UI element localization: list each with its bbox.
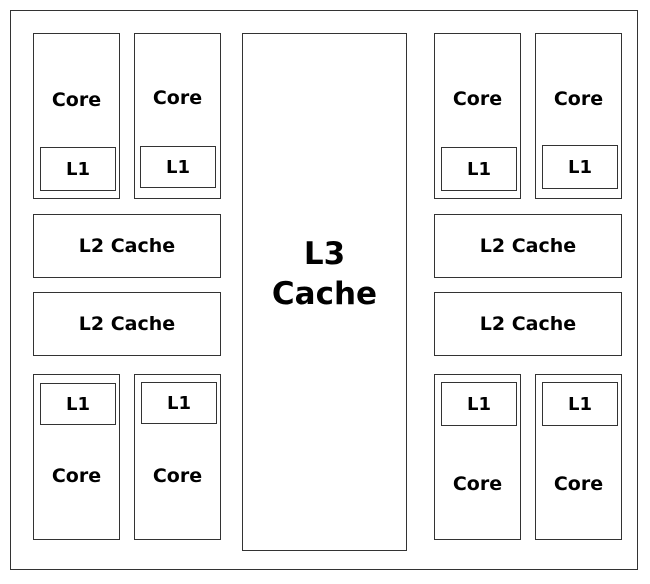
l2-cache-right-top: L2 Cache — [434, 214, 622, 278]
l1-cache: L1 — [141, 382, 217, 424]
l2-cache-left-bottom: L2 Cache — [33, 292, 221, 356]
core-label: Core — [152, 465, 203, 487]
core-label: Core — [553, 88, 604, 110]
core-label: Core — [152, 87, 203, 109]
core-bottom-right-1: L1 Core — [434, 374, 521, 540]
l3-cache-label: L3 Cache — [271, 236, 378, 312]
core-top-right-2: Core L1 — [535, 33, 622, 199]
l1-cache: L1 — [40, 147, 116, 191]
core-top-left-2: Core L1 — [134, 33, 221, 199]
core-top-right-1: Core L1 — [434, 33, 521, 199]
core-bottom-right-2: L1 Core — [535, 374, 622, 540]
core-bottom-left-2: L1 Core — [134, 374, 221, 540]
core-top-left-1: Core L1 — [33, 33, 120, 199]
l1-cache: L1 — [542, 382, 618, 426]
core-label: Core — [553, 473, 604, 495]
l2-cache-left-top: L2 Cache — [33, 214, 221, 278]
core-bottom-left-1: L1 Core — [33, 374, 120, 540]
l2-cache-right-bottom: L2 Cache — [434, 292, 622, 356]
l1-cache: L1 — [40, 383, 116, 425]
l3-cache: L3 Cache — [242, 33, 407, 551]
core-label: Core — [452, 88, 503, 110]
l1-cache: L1 — [542, 145, 618, 189]
l1-cache: L1 — [140, 146, 216, 188]
l1-cache: L1 — [441, 382, 517, 426]
l1-cache: L1 — [441, 147, 517, 191]
core-label: Core — [51, 89, 102, 111]
core-label: Core — [452, 473, 503, 495]
core-label: Core — [51, 465, 102, 487]
